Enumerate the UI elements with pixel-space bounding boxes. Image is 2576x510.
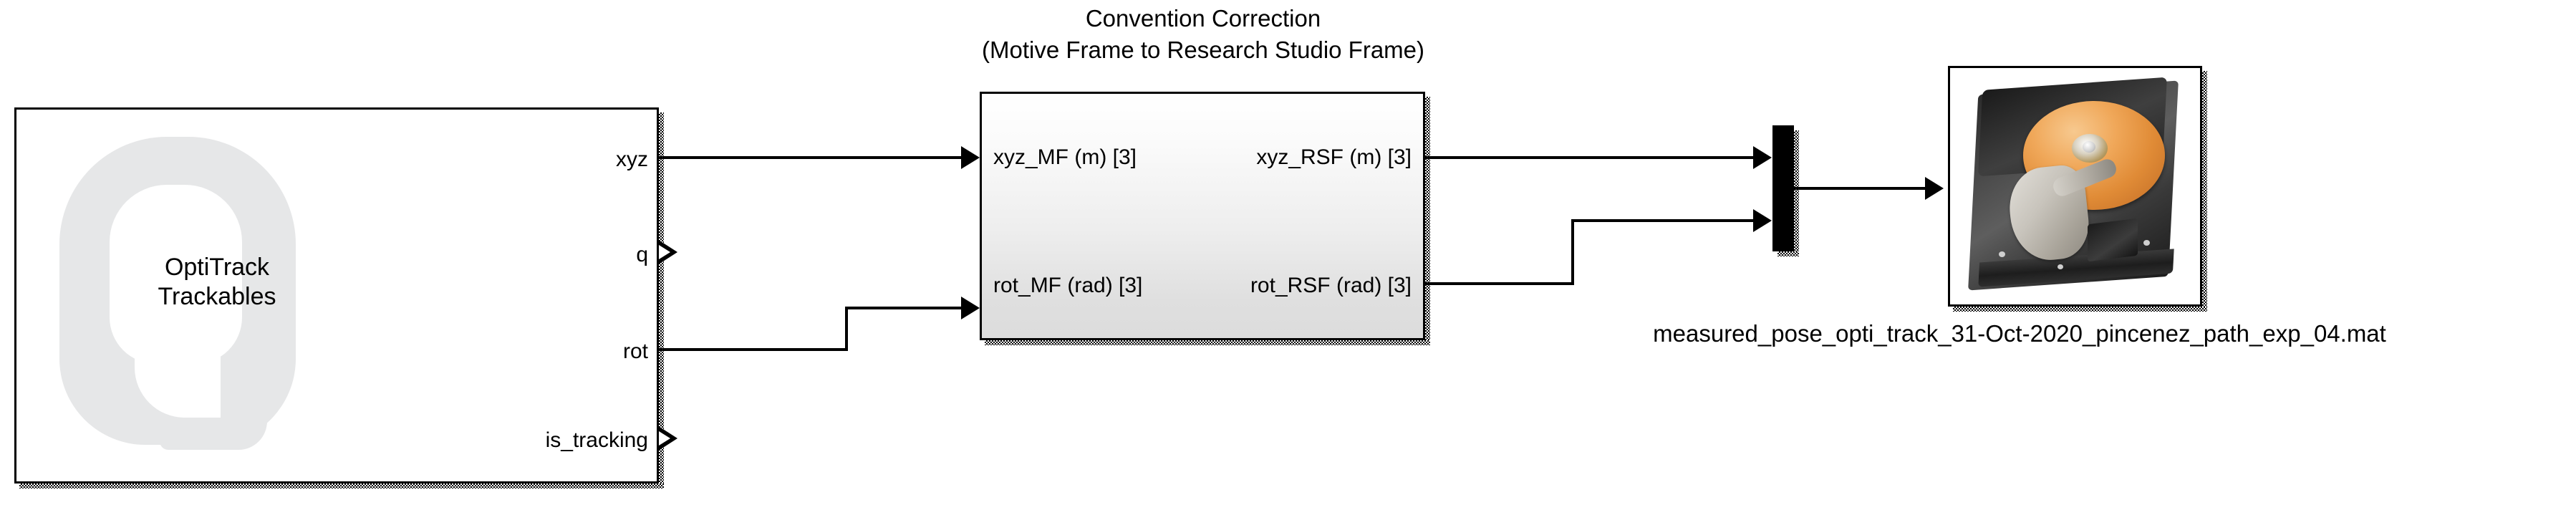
optitrack-block-label-line1: OptiTrack	[164, 254, 270, 281]
hard-disk-screw-3	[2058, 264, 2063, 269]
wire-rot-rsf-segment-horizontal-upper[interactable]	[1571, 219, 1756, 222]
convention-correction-block[interactable]: xyz_MF (m) [3] rot_MF (rad) [3] xyz_RSF …	[980, 92, 1425, 340]
wire-xyz-rsf-arrowhead	[1753, 146, 1772, 169]
convention-correction-title-line1: Convention Correction	[1085, 5, 1321, 32]
optitrack-port-label-is-tracking: is_tracking	[545, 428, 648, 452]
wire-rot-segment-horizontal-lower[interactable]	[659, 348, 848, 351]
optitrack-output-port-is-tracking-marker[interactable]	[657, 425, 677, 451]
hard-disk-icon	[1967, 77, 2181, 291]
optitrack-output-port-q-marker[interactable]	[657, 239, 677, 265]
convention-correction-title-line2: (Motive Frame to Research Studio Frame)	[981, 36, 1425, 63]
hard-disk-connector	[2088, 218, 2138, 262]
convention-output-label-xyz-rsf: xyz_RSF (m) [3]	[1256, 145, 1412, 169]
optitrack-port-label-rot: rot	[622, 340, 648, 363]
wire-mux-to-tofile[interactable]	[1794, 187, 1926, 190]
wire-rot-segment-horizontal-upper[interactable]	[845, 307, 963, 309]
wire-rot-rsf-segment-horizontal-lower[interactable]	[1425, 282, 1574, 285]
wire-rot-rsf-segment-vertical[interactable]	[1571, 219, 1574, 285]
convention-correction-title: Convention Correction (Motive Frame to R…	[881, 3, 1525, 65]
convention-block-shadow-bottom	[985, 340, 1430, 345]
mux-shadow-bottom	[1777, 251, 1799, 256]
wire-mux-to-tofile-arrowhead	[1925, 177, 1944, 200]
hard-disk-screw-2	[2143, 240, 2150, 246]
tofile-block-shadow-right	[2202, 71, 2207, 312]
wire-rot-segment-vertical[interactable]	[845, 307, 848, 351]
convention-block-shadow-right	[1425, 97, 1430, 345]
convention-input-label-rot-mf: rot_MF (rad) [3]	[993, 274, 1143, 297]
optitrack-block-shadow-right	[659, 112, 664, 489]
optitrack-block-label: OptiTrack Trackables	[110, 253, 324, 312]
tofile-block-shadow-bottom	[1953, 307, 2207, 312]
optitrack-block-label-line2: Trackables	[158, 282, 276, 310]
hard-disk-spindle-center	[2083, 141, 2095, 153]
wire-xyz-rsf-to-mux[interactable]	[1425, 156, 1755, 159]
optitrack-trackables-block[interactable]: OptiTrack Trackables xyz q rot is_tracki…	[14, 107, 659, 483]
convention-input-label-xyz-mf: xyz_MF (m) [3]	[993, 145, 1137, 169]
hard-disk-screw-1	[1999, 251, 2005, 257]
optitrack-block-shadow-bottom	[19, 483, 664, 489]
wire-rot-arrowhead	[961, 297, 980, 319]
wire-xyz-to-xyz-mf[interactable]	[659, 156, 963, 159]
mux-shadow-right	[1794, 130, 1799, 256]
to-file-block[interactable]	[1948, 66, 2202, 307]
convention-output-label-rot-rsf: rot_RSF (rad) [3]	[1250, 274, 1412, 297]
wire-rot-rsf-arrowhead	[1753, 209, 1772, 232]
wire-xyz-arrowhead	[961, 146, 980, 169]
optitrack-logo-inner-cutout	[110, 185, 242, 364]
to-file-filename-label: measured_pose_opti_track_31-Oct-2020_pin…	[1653, 320, 2386, 347]
mux-block[interactable]	[1772, 125, 1794, 251]
optitrack-port-label-q: q	[636, 243, 648, 266]
optitrack-port-label-xyz: xyz	[616, 148, 648, 171]
